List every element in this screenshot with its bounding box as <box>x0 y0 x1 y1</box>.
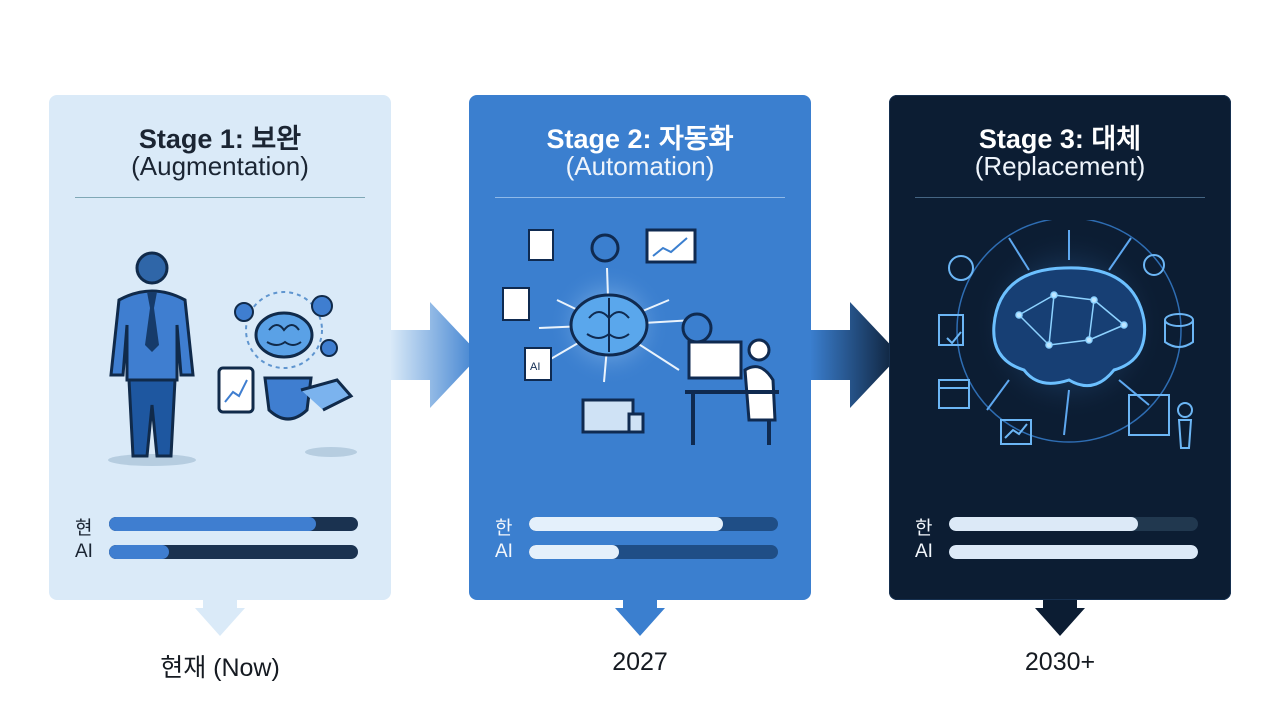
arrow-stage2-to-stage3 <box>810 302 900 408</box>
stage-2-pointer <box>615 600 665 636</box>
stage-3-bar-label-ai: AI <box>915 541 933 562</box>
stage-3-bar-label-human: 한 <box>915 518 933 539</box>
stage-1-bar-ai <box>109 545 358 559</box>
robot-hand-icon <box>263 376 354 421</box>
stage-3-illustration <box>938 220 1194 449</box>
stage-2-subtitle: (Automation) <box>565 151 715 181</box>
stage-2-illustration: AI <box>502 228 779 445</box>
stage-1-bar-human <box>109 517 358 531</box>
presenter-icon <box>1128 394 1193 449</box>
stage-3-divider <box>915 197 1205 198</box>
document-icon <box>502 229 554 321</box>
machine-icon <box>581 398 645 434</box>
person-at-desk-icon <box>685 338 779 445</box>
stage-3-bar-human-fill <box>949 517 1139 531</box>
svg-text:AI: AI <box>530 361 540 373</box>
stage-1-bar-label-ai: AI <box>75 541 93 562</box>
stage-3-bar-ai <box>949 545 1198 559</box>
stage-3-timeline-label: 2030+ <box>1024 648 1096 676</box>
stage-1-pointer <box>195 600 245 636</box>
tablet-chart-icon <box>217 366 255 414</box>
person-icon <box>108 251 196 466</box>
stage-1-subtitle: (Augmentation) <box>131 151 309 181</box>
stage-2-bar-ai-fill <box>529 545 619 559</box>
database-icon <box>1164 313 1194 348</box>
stage-2-bar-ai <box>529 545 778 559</box>
stage-1-bar-human-fill <box>109 517 316 531</box>
stage-1-bar-label-human: 현 <box>75 518 93 539</box>
stage-3-bar-ai-fill <box>949 545 1198 559</box>
stage-2-timeline-label: 2027 <box>612 648 668 676</box>
stage-1-timeline-label: 현재 (Now) <box>160 654 280 682</box>
stage-3-bar-human <box>949 517 1198 531</box>
brain-icon <box>569 293 649 357</box>
stage-3-subtitle: (Replacement) <box>974 151 1146 181</box>
gear-icon <box>234 295 338 357</box>
stage-2-divider <box>495 197 785 198</box>
stage-3-title: Stage 3: 대체 <box>978 124 1142 154</box>
stage-2-bar-human-fill <box>529 517 724 531</box>
stage-2-card: Stage 2: 자동화 (Automation) AI <box>469 95 811 600</box>
chart-icon <box>1000 419 1032 445</box>
gear-icon <box>590 233 713 344</box>
gear-icon <box>948 254 1165 281</box>
document-check-icon <box>938 314 964 346</box>
stage-1-bar-ai-fill <box>109 545 169 559</box>
brain-icon <box>254 311 314 359</box>
stage-2-title: Stage 2: 자동화 <box>546 124 734 154</box>
stage-1-divider <box>75 197 365 198</box>
browser-icon <box>938 379 970 409</box>
stage-3-pointer <box>1035 600 1085 636</box>
stage-1-card: Stage 1: 보완 (Augmentation) <box>49 95 391 600</box>
stage-3-card: Stage 3: 대체 (Replacement) <box>889 95 1231 600</box>
stage-2-bar-label-human: 한 <box>495 518 513 539</box>
monitor-chart-icon <box>645 228 697 264</box>
stage-1-title: Stage 1: 보완 <box>138 124 302 154</box>
neural-brain-icon <box>992 266 1147 388</box>
stage-2-bar-human <box>529 517 778 531</box>
stage-2-bar-label-ai: AI <box>495 541 513 562</box>
arrow-stage1-to-stage2 <box>390 302 480 408</box>
ai-cluster-icon <box>217 291 357 457</box>
ai-file-icon: AI <box>524 347 552 381</box>
stage-1-illustration <box>108 251 357 466</box>
